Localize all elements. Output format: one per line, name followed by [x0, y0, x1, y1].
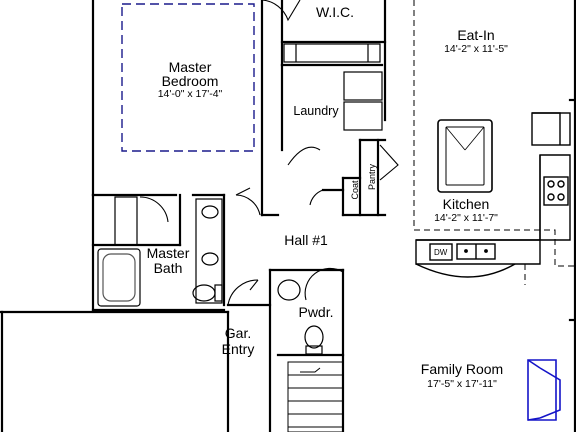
laundry-label: Laundry [293, 104, 339, 118]
family-room-label: Family Room [420, 361, 504, 377]
master-bedroom-tray [121, 3, 255, 152]
master-bedroom-label-line2: Bedroom [161, 73, 219, 89]
garage-entry-label-line1: Gar. [224, 325, 252, 341]
master-bath-label-line1: Master [146, 245, 190, 261]
overhead-dashed-lines [413, 0, 575, 285]
eat-in-dims: 14'-2" x 11'-5" [444, 43, 508, 55]
wic-label: W.I.C. [315, 4, 355, 20]
master-bedroom-dims: 14'-0" x 17'-4" [157, 88, 223, 100]
dishwasher-label: DW [434, 248, 448, 257]
coat-closet-label: Coat [350, 180, 360, 200]
powder-label: Pwdr. [298, 304, 334, 320]
fireplace [527, 359, 561, 421]
eat-in-label: Eat-In [457, 27, 495, 43]
fixtures [97, 43, 383, 355]
garage-entry-label-line2: Entry [221, 341, 255, 357]
kitchen-counters [415, 112, 571, 278]
stairs [287, 361, 344, 432]
family-room-dims: 17'-5" x 17'-11" [427, 378, 497, 390]
pantry-label: Pantry [367, 164, 377, 191]
doors [139, 0, 399, 306]
hall-label: Hall #1 [284, 232, 328, 248]
master-bedroom-label-line1: Master [168, 59, 212, 75]
kitchen-label: Kitchen [442, 196, 490, 212]
master-bath-label-line2: Bath [153, 260, 183, 276]
kitchen-dims: 14'-2" x 11'-7" [434, 212, 498, 224]
